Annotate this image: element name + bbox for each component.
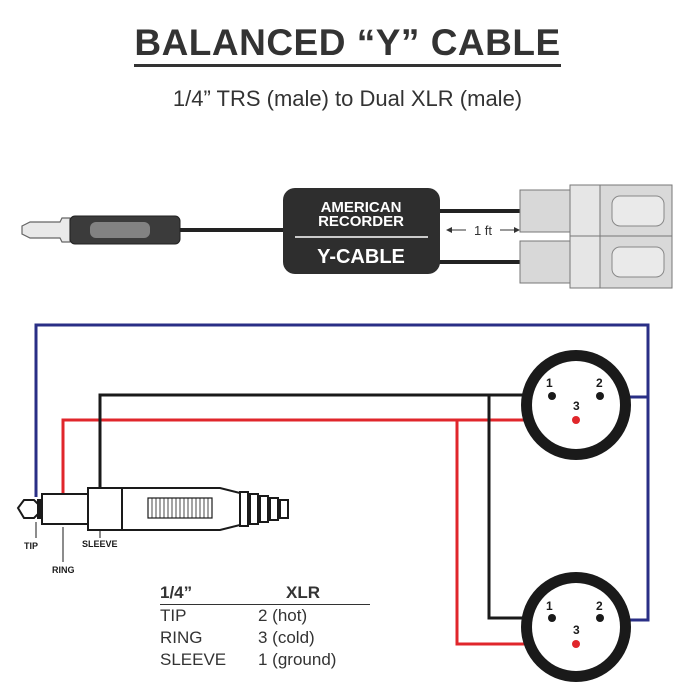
xlr-bottom-pin-2 [596,614,604,622]
strain-relief-2 [249,493,259,525]
legend-row: SLEEVE 1 (ground) [160,649,370,671]
legend-header: 1/4” XLR [160,583,370,605]
tip-wire [34,323,650,622]
xlr-top-pin-3-label: 3 [573,399,580,413]
legend-row-xlr: 1 (ground) [258,650,337,669]
length-dimension: 1 ft [446,223,520,238]
pinout-legend: 1/4” XLR TIP 2 (hot) RING 3 (cold) SLEEV… [160,583,370,671]
ring-label: RING [52,565,75,575]
xlr-bottom-pin-3-label: 3 [573,623,580,637]
diagram-subtitle: 1/4” TRS (male) to Dual XLR (male) [172,86,523,111]
xlr-bottom-pin-3 [572,640,580,648]
legend-col-trs: 1/4” [160,583,193,602]
y-splitter-box: AMERICAN RECORDER Y-CABLE [283,188,440,274]
sleeve-wire [98,393,552,497]
xlr-connector-photo-bottom [519,235,673,289]
xlr-top-pin-1 [548,392,556,400]
brand-line-2: RECORDER [318,213,404,230]
xlr-top-pin-1-label: 1 [546,376,553,390]
strain-relief-3 [259,495,269,523]
strain-relief-4 [269,497,279,521]
legend-row: RING 3 (cold) [160,627,370,649]
plug-ring [41,493,89,525]
brand-line-1: AMERICAN [321,199,402,216]
plug-tip [16,499,39,519]
legend-row-trs: SLEEVE [160,650,227,669]
legend-col-xlr: XLR [286,583,320,602]
ring-wire [61,418,576,497]
plug-sleeve [87,487,123,531]
y-cable-label: Y-CABLE [317,246,405,268]
xlr-bottom-pin-1 [548,614,556,622]
legend-row-trs: RING [160,628,203,647]
legend-row-trs: TIP [160,606,187,625]
xlr-schematic-bottom: 1 2 3 [521,572,631,682]
cable-product-illustration: 1 ft AMERICAN RECORDER Y-CABLE [21,184,673,289]
legend-row-xlr: 3 (cold) [258,628,315,647]
xlr-top-pin-2 [596,392,604,400]
xlr-top-pin-3 [572,416,580,424]
legend-row: TIP 2 (hot) [160,605,370,627]
tip-label: TIP [24,541,38,551]
trs-plug-schematic [16,487,289,531]
strain-relief-5 [279,499,289,519]
sleeve-label: SLEEVE [82,539,118,549]
length-label: 1 ft [474,223,492,238]
xlr-bottom-pin-1-label: 1 [546,599,553,613]
trs-plug-photo [21,215,290,245]
xlr-top-pin-2-label: 2 [596,376,603,390]
diagram-title: BALANCED “Y” CABLE [0,22,695,67]
strain-relief-1 [239,491,249,527]
legend-row-xlr: 2 (hot) [258,606,308,625]
xlr-schematic-top: 1 2 3 [521,350,631,460]
xlr-connector-photo-top [519,184,673,238]
plug-body [121,487,241,531]
xlr-bottom-pin-2-label: 2 [596,599,603,613]
